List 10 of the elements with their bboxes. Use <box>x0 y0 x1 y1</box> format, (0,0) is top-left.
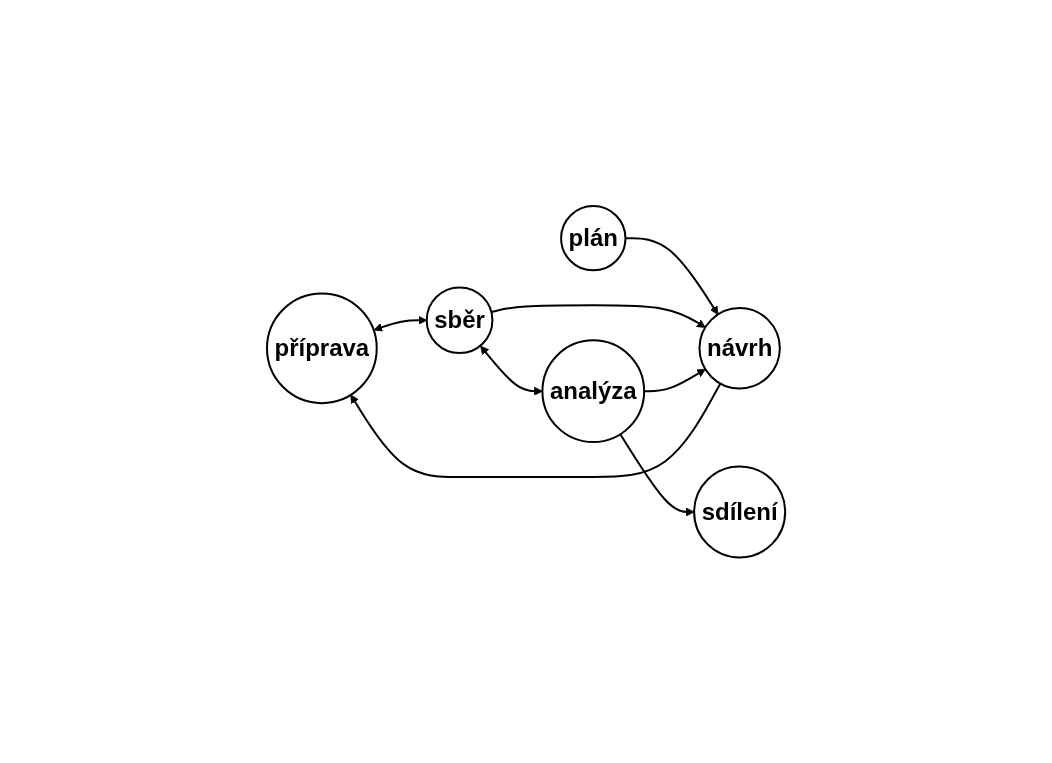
node-circle: sběr <box>425 286 494 354</box>
arrow <box>350 382 722 478</box>
node-circle: návrh <box>698 306 781 390</box>
arrow <box>643 368 706 392</box>
arrow <box>619 433 695 517</box>
node-circle: analýza <box>541 339 646 443</box>
node-circle: plán <box>560 204 627 272</box>
node-circle: příprava <box>265 292 378 404</box>
node-circle: sdílení <box>693 465 787 559</box>
arrow <box>480 345 543 396</box>
